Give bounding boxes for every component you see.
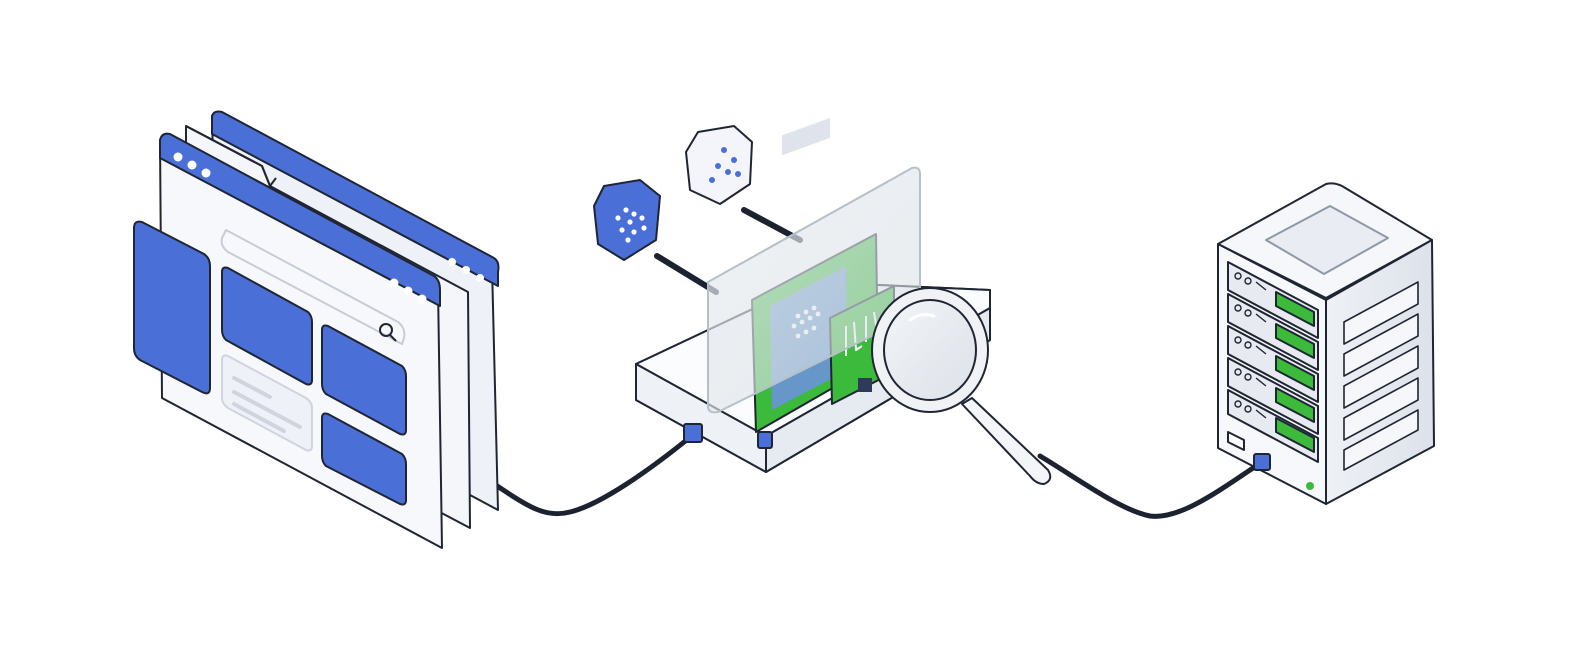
floating-blue-panel (133, 220, 211, 395)
server-port (1253, 453, 1271, 471)
magnifier-icon (871, 287, 1052, 485)
status-led-icon (1306, 482, 1314, 490)
browser-window-front (159, 132, 443, 549)
server-top-panel (1265, 205, 1389, 275)
badge-white (685, 125, 753, 205)
inspection-appliance (635, 117, 1052, 485)
network-nodes-icon (709, 147, 741, 183)
content-tile-right-bottom (321, 412, 407, 506)
dot-pattern-icon (615, 207, 647, 243)
content-tile-large (221, 266, 313, 386)
badge-blue (593, 179, 661, 261)
server-side-vents (1343, 281, 1419, 471)
drive-bays (1227, 261, 1319, 463)
text-placeholder-card (221, 354, 313, 452)
browser-windows-stack (133, 110, 500, 549)
drive-bay-icon (1227, 293, 1319, 371)
window-dot-icon (173, 152, 183, 162)
cable-browser-to-appliance (467, 431, 697, 517)
vent-slot (782, 117, 830, 156)
search-bar (220, 229, 406, 345)
drive-bay-icon (1227, 261, 1319, 339)
content-tile-right-top (321, 324, 407, 436)
server-rack (1217, 182, 1435, 505)
port-square-icon (757, 431, 773, 449)
cable-appliance-to-server (1037, 453, 1265, 519)
drive-bay-icon (1227, 357, 1319, 435)
appliance-port (683, 423, 703, 443)
search-icon (379, 323, 397, 342)
drive-bay-icon (1227, 389, 1319, 463)
power-button (1227, 431, 1245, 451)
drive-bay-icon (1227, 325, 1319, 403)
